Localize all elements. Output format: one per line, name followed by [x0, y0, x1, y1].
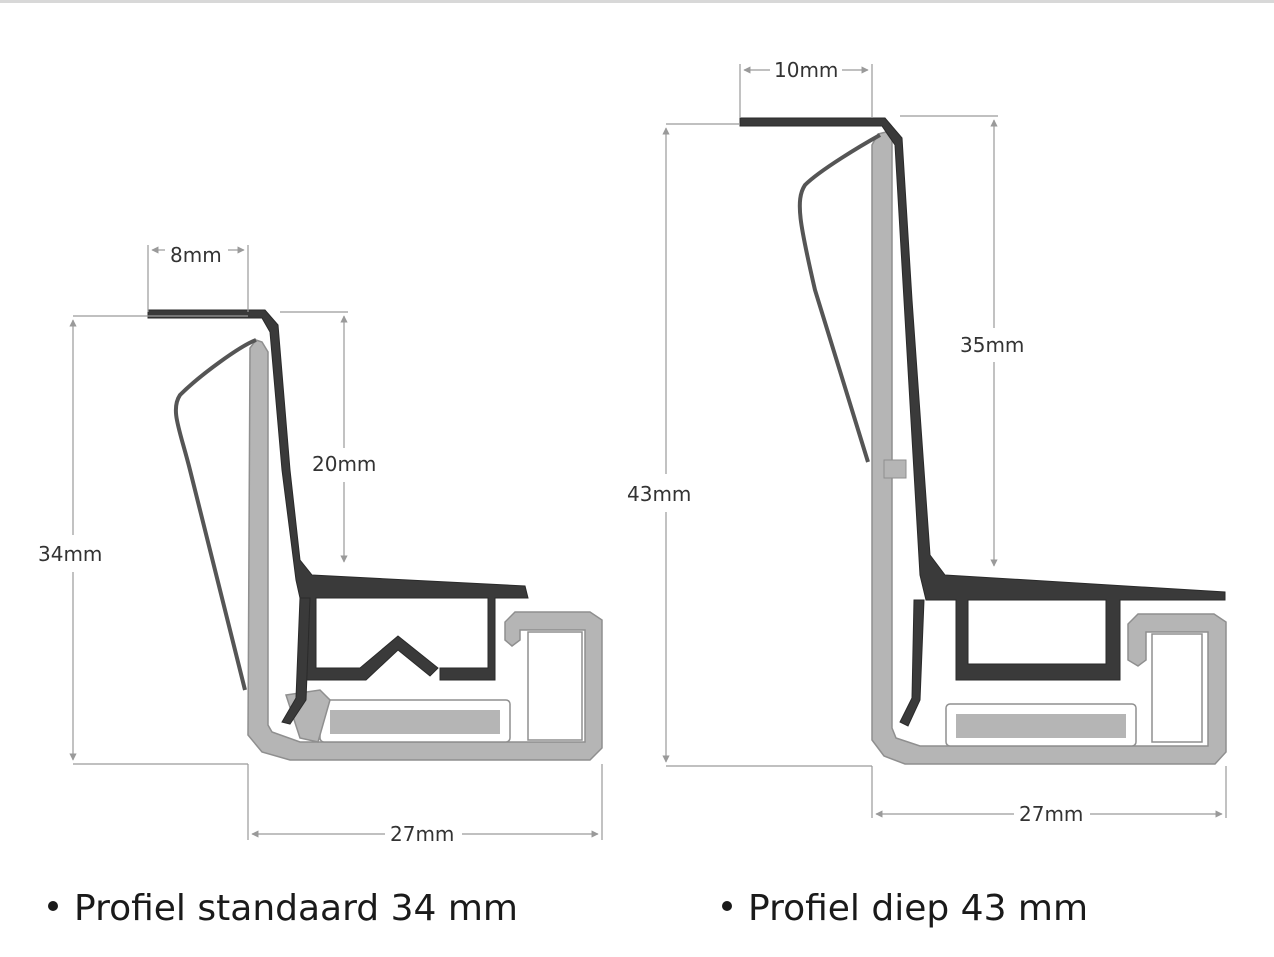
- dimension-lines-left: [69, 245, 603, 840]
- base-width-label-left: 27mm: [390, 822, 454, 846]
- base-profile-right: [871, 131, 1227, 765]
- caption-text-standaard: Profiel standaard 34 mm: [74, 888, 518, 929]
- inner-height-label-right: 35mm: [960, 333, 1024, 357]
- top-border: [0, 0, 1274, 3]
- base-profile-left: [247, 339, 603, 761]
- height-label-left: 34mm: [38, 542, 102, 566]
- clip-wire-right: [797, 133, 881, 463]
- bullet-icon: [722, 901, 732, 911]
- profile-diagrams: 34mm 8mm 20mm 27mm: [38, 58, 1227, 846]
- clip-wire-left: [173, 338, 257, 691]
- inner-height-label-left: 20mm: [312, 452, 376, 476]
- caption-standaard: Profiel standaard 34 mm: [48, 888, 518, 929]
- bullet-icon: [48, 901, 58, 911]
- top-width-label-left: 8mm: [170, 243, 222, 267]
- cap-profile-left: [147, 309, 529, 725]
- height-label-right: 43mm: [627, 482, 691, 506]
- profile-standaard: 34mm 8mm 20mm 27mm: [38, 243, 603, 846]
- base-width-label-right: 27mm: [1019, 802, 1083, 826]
- profile-diep: 43mm 10mm 35mm 27mm: [627, 58, 1227, 826]
- caption-diep: Profiel diep 43 mm: [722, 888, 1088, 929]
- caption-text-diep: Profiel diep 43 mm: [748, 888, 1089, 929]
- top-width-label-right: 10mm: [774, 58, 838, 82]
- dimension-lines-right: [662, 64, 1227, 818]
- cap-profile-right: [739, 117, 1226, 727]
